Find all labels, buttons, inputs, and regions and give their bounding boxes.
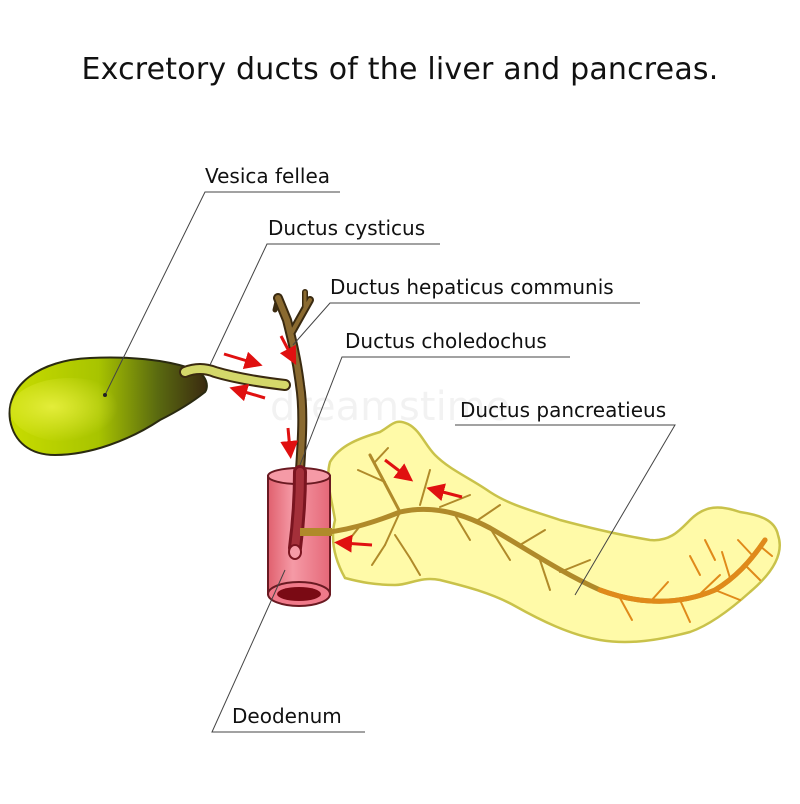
label-vesica-fellea: Vesica fellea — [205, 164, 331, 188]
label-ductus-pancreatieus: Ductus pancreatieus — [460, 398, 667, 422]
arrow-icon — [334, 534, 373, 553]
leader-lines — [104, 191, 676, 733]
label-ductus-hepaticus-communis: Ductus hepaticus communis — [330, 275, 614, 299]
arrow-icon — [280, 427, 299, 459]
flow-arrows — [223, 335, 463, 553]
arrow-icon — [279, 335, 297, 365]
watermark-text: dreamstime — [270, 384, 510, 430]
arrow-icon — [426, 483, 463, 501]
label-ductus-cysticus: Ductus cysticus — [268, 216, 426, 240]
arrow-icon — [223, 351, 263, 370]
pancreatic-duct — [307, 447, 773, 623]
arrow-icon — [229, 383, 266, 402]
diagram-title: Excretory ducts of the liver and pancrea… — [81, 52, 719, 87]
pancreas-shape — [327, 420, 781, 644]
arrow-icon — [384, 458, 414, 482]
duodenum-shape — [267, 465, 332, 607]
label-deodenum: Deodenum — [232, 704, 342, 728]
label-ductus-choledochus: Ductus choledochus — [345, 329, 547, 353]
